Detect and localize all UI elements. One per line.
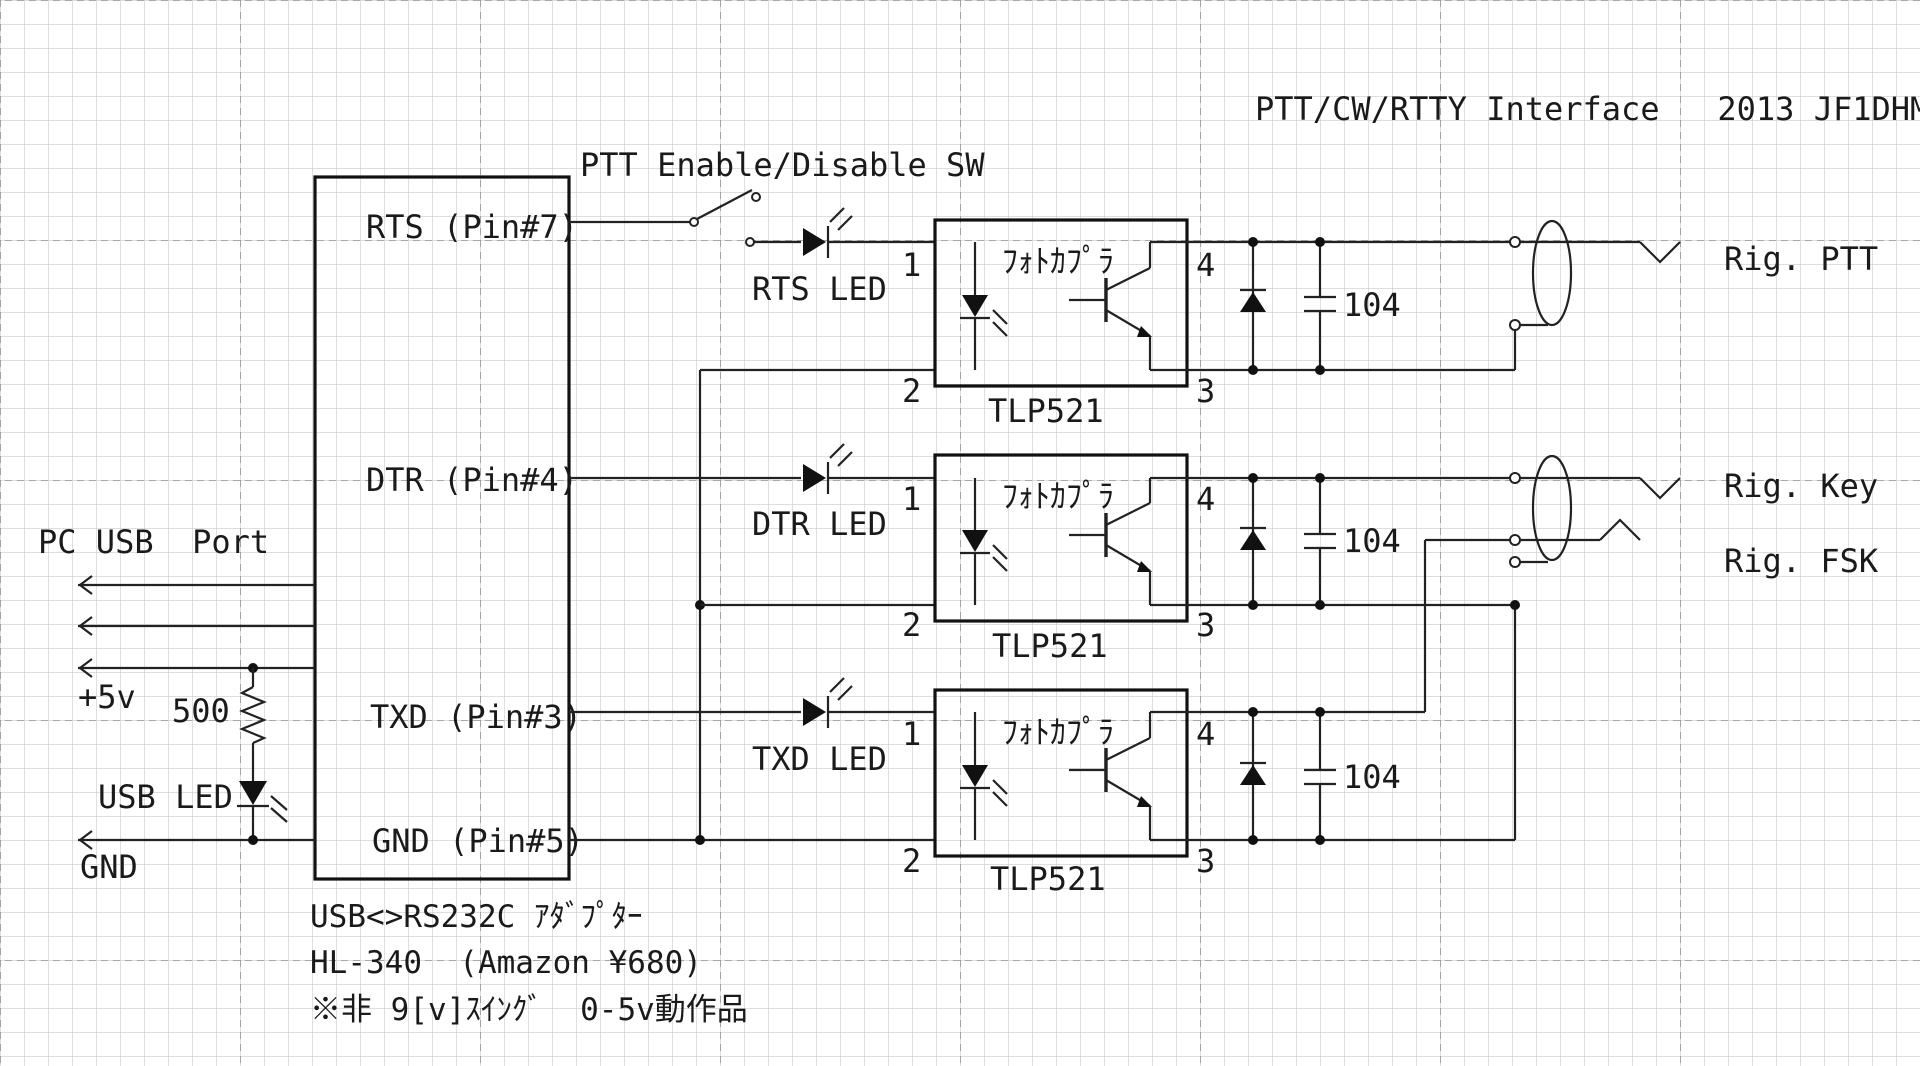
protection-diode-1 <box>1240 242 1266 370</box>
ptt-switch-lever <box>696 189 753 220</box>
diagram-title: PTT/CW/RTTY Interface 2013 JF1DHM <box>1255 90 1920 128</box>
resistor-500 <box>239 686 267 745</box>
optocoupler-3-box <box>933 688 1189 858</box>
pc-usb-port-label: PC USB Port <box>38 523 269 561</box>
pin-label-dtr: DTR (Pin#4) <box>366 461 578 499</box>
optocoupler-1-pin2: 2 <box>902 372 921 410</box>
optocoupler-3-led-icon <box>960 712 1008 840</box>
optocoupler-2-led-icon <box>960 478 1008 605</box>
txd-led-icon <box>803 677 853 728</box>
usb-led-label: USB LED <box>98 778 233 816</box>
optocoupler-3-part: TLP521 <box>990 860 1106 898</box>
adapter-note-2: HL-340 (Amazon ¥680) <box>310 945 702 981</box>
optocoupler-1-transistor-icon <box>1069 242 1152 370</box>
protection-diode-2 <box>1240 478 1266 605</box>
optocoupler-2-box <box>933 453 1189 623</box>
optocoupler-1-box <box>933 218 1189 388</box>
adapter-note-1: USB<>RS232C ｱﾀﾞﾌﾟﾀｰ <box>310 899 642 935</box>
capacitor-3-value: 104 <box>1343 758 1401 796</box>
pin-label-gnd: GND (Pin#5) <box>372 822 584 860</box>
capacitor-3 <box>1304 712 1336 840</box>
optocoupler-1-led-icon <box>960 242 1008 370</box>
optocoupler-3-label: ﾌｫﾄｶﾌﾟﾗ <box>1002 713 1114 751</box>
cable-shield-top <box>1531 219 1573 327</box>
gnd-label: GND <box>80 848 138 886</box>
capacitor-2 <box>1304 478 1336 605</box>
optocoupler-3-pin1: 1 <box>902 715 921 753</box>
dtr-led-icon <box>803 443 853 494</box>
rig-ptt-label: Rig. PTT <box>1724 240 1878 278</box>
optocoupler-1-pin3: 3 <box>1196 372 1215 410</box>
rig-key-label: Rig. Key <box>1724 467 1878 505</box>
cable-shield-bottom <box>1531 454 1573 562</box>
optocoupler-1-label: ﾌｫﾄｶﾌﾟﾗ <box>1002 242 1114 280</box>
resistor-label: 500 <box>172 692 230 730</box>
capacitor-1 <box>1304 242 1336 370</box>
dtr-led-label: DTR LED <box>752 505 887 543</box>
optocoupler-2-pin4: 4 <box>1196 480 1215 518</box>
optocoupler-2-pin2: 2 <box>902 606 921 644</box>
capacitor-2-value: 104 <box>1343 522 1401 560</box>
rts-led-label: RTS LED <box>752 270 887 308</box>
optocoupler-2-part: TLP521 <box>992 627 1108 665</box>
rig-fsk-plug <box>1599 518 1641 541</box>
capacitor-1-value: 104 <box>1343 286 1401 324</box>
pc-usb-port: PC USB Port +5v GND <box>38 523 315 886</box>
optocoupler-2-pin3: 3 <box>1196 606 1215 644</box>
switch-label: PTT Enable/Disable SW <box>580 146 985 184</box>
optocoupler-1-pin1: 1 <box>902 246 921 284</box>
rig-key-plug <box>1639 477 1681 500</box>
optocoupler-3-pin4: 4 <box>1196 715 1215 753</box>
optocoupler-3-transistor-icon <box>1069 712 1152 840</box>
rig-ptt-plug <box>1639 241 1681 264</box>
usb-rs232c-adapter-box <box>313 175 571 881</box>
adapter-note-3: ※非 9[v]ｽｲﾝｸﾞ 0-5v動作品 <box>310 992 748 1028</box>
optocoupler-2-transistor-icon <box>1069 478 1152 605</box>
optocoupler-2-pin1: 1 <box>902 480 921 518</box>
optocoupler-2-label: ﾌｫﾄｶﾌﾟﾗ <box>1002 477 1114 515</box>
optocoupler-1-part: TLP521 <box>988 392 1104 430</box>
pin-label-rts: RTS (Pin#7) <box>366 208 578 246</box>
pin-label-txd: TXD (Pin#3) <box>370 698 582 736</box>
txd-led-label: TXD LED <box>752 740 887 778</box>
optocoupler-1-pin4: 4 <box>1196 246 1215 284</box>
protection-diode-3 <box>1240 712 1266 840</box>
optocoupler-3-pin3: 3 <box>1196 842 1215 880</box>
rig-fsk-label: Rig. FSK <box>1724 542 1879 580</box>
v5-label: +5v <box>78 678 136 716</box>
optocoupler-3-pin2: 2 <box>902 842 921 880</box>
